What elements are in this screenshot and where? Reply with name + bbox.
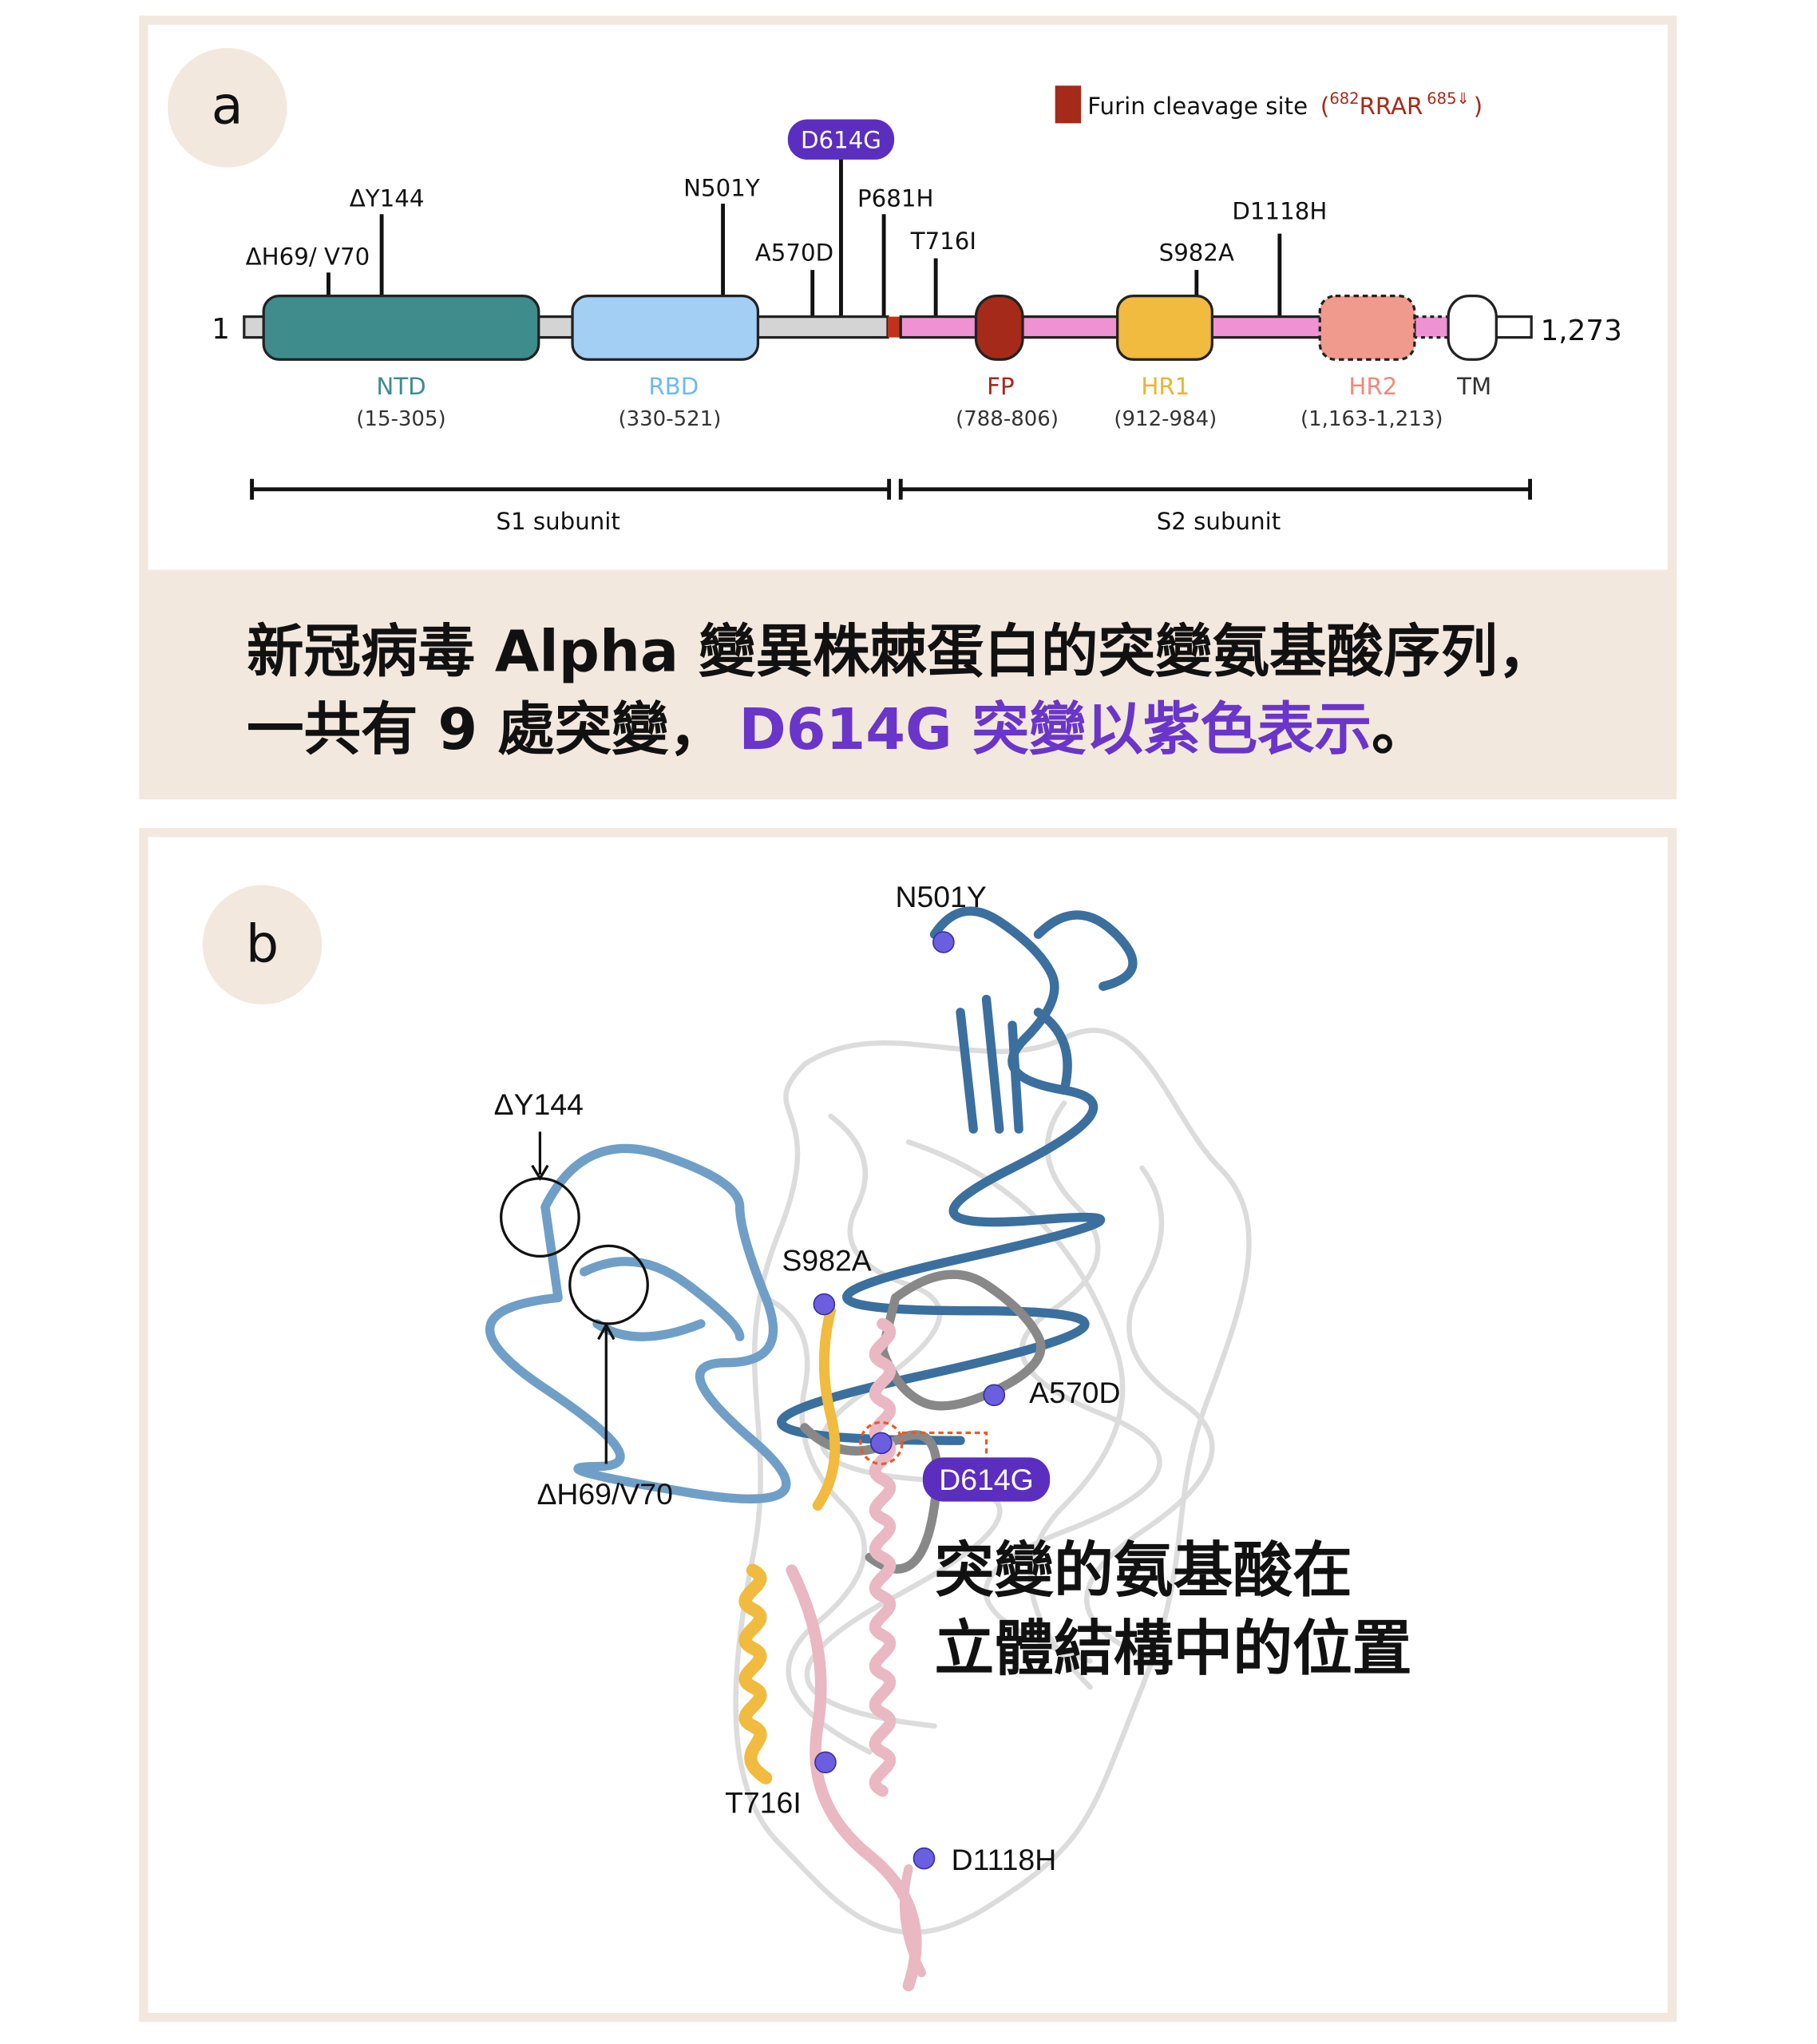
- caption-line-1: 新冠病毒 Alpha 變異株棘蛋白的突變氨基酸序列，: [247, 618, 1554, 684]
- mutation-label: D1118H: [1232, 198, 1327, 225]
- dy144-arrow-icon: [531, 1131, 549, 1182]
- mutation-label: ΔH69/ V70: [246, 244, 370, 271]
- domain-label-hr1: HR1: [1141, 373, 1190, 400]
- d614g-badge-b: [922, 1457, 1051, 1502]
- domain-range: (912-984): [1114, 407, 1217, 431]
- label-a570d: A570D: [1029, 1376, 1120, 1409]
- label-dy144: ΔY144: [494, 1087, 584, 1121]
- s2-subunit-label: S2 subunit: [1157, 508, 1281, 535]
- d614g-badge: [787, 119, 895, 160]
- furin-legend-swatch: [1055, 85, 1082, 124]
- domain-hr2: [1318, 294, 1416, 361]
- structure-note-line-1: 突變的氨基酸在: [935, 1536, 1352, 1606]
- domain-range: (1,163-1,213): [1300, 407, 1443, 431]
- domain-tm: [1447, 294, 1498, 361]
- domain-range: (15-305): [356, 407, 445, 431]
- domain-fp: [974, 294, 1024, 361]
- mutation-label: N501Y: [683, 174, 760, 201]
- mutation-label: T716I: [910, 228, 976, 255]
- domain-label-tm: TM: [1456, 373, 1491, 400]
- marker-t716i: [814, 1751, 837, 1774]
- marker-d1118h: [912, 1847, 936, 1870]
- mutation-label: ΔY144: [350, 184, 425, 212]
- label-n501y: N501Y: [895, 880, 986, 913]
- s1-subunit-label: S1 subunit: [496, 508, 620, 535]
- panel-b-letter: b: [246, 914, 279, 974]
- panel-a-badge: [167, 48, 287, 168]
- marker-a570d: [983, 1384, 1006, 1407]
- domain-range: (788-806): [956, 407, 1059, 431]
- dh69v70-arrow-icon: [597, 1322, 616, 1464]
- domain-label-ntd: NTD: [376, 373, 426, 400]
- label-t716i: T716I: [725, 1786, 802, 1820]
- domain-rbd: [571, 294, 760, 361]
- mutation-markers: [813, 931, 1006, 1870]
- structure-note-line-2: 立體結構中的位置: [935, 1614, 1412, 1683]
- d614g-callout-line: [901, 1431, 988, 1459]
- protein-structure: [485, 906, 1252, 1992]
- mutation-label-d614g: D614G: [801, 126, 881, 153]
- sequence-end: 1,273: [1541, 315, 1622, 347]
- label-d614g: D614G: [939, 1463, 1033, 1496]
- panel-b: b: [139, 828, 1677, 2022]
- panel-b-canvas: [148, 837, 1668, 2013]
- domain-ntd: [262, 294, 540, 361]
- mutation-stems: [327, 158, 1282, 317]
- label-d1118h: D1118H: [952, 1843, 1057, 1876]
- domain-range: (330-521): [618, 407, 721, 431]
- sequence-start: 1: [212, 313, 230, 346]
- caption-line-2: 一共有 9 處突變，D614G 突變以紫色表示。: [247, 696, 1429, 763]
- label-s982a: S982A: [782, 1243, 871, 1277]
- domain-label-hr2: HR2: [1348, 373, 1397, 400]
- subunit-brackets: [250, 478, 1533, 500]
- mutation-label: S982A: [1159, 240, 1234, 267]
- d614g-highlight-ring: [859, 1420, 904, 1466]
- panel-b-badge: [202, 885, 323, 1005]
- marker-n501y: [932, 931, 955, 953]
- mutation-label: P681H: [857, 184, 933, 212]
- marker-s982a: [813, 1293, 836, 1316]
- domain-label-fp: FP: [987, 373, 1014, 400]
- domain-hr1: [1116, 294, 1213, 361]
- panel-a-letter: a: [212, 76, 243, 136]
- label-dh69v70: ΔH69/V70: [536, 1477, 672, 1511]
- marker-d614g: [870, 1432, 893, 1455]
- domain-label-rbd: RBD: [648, 373, 699, 400]
- dh69v70-circle: [568, 1244, 649, 1325]
- mutation-label: A570D: [755, 240, 833, 267]
